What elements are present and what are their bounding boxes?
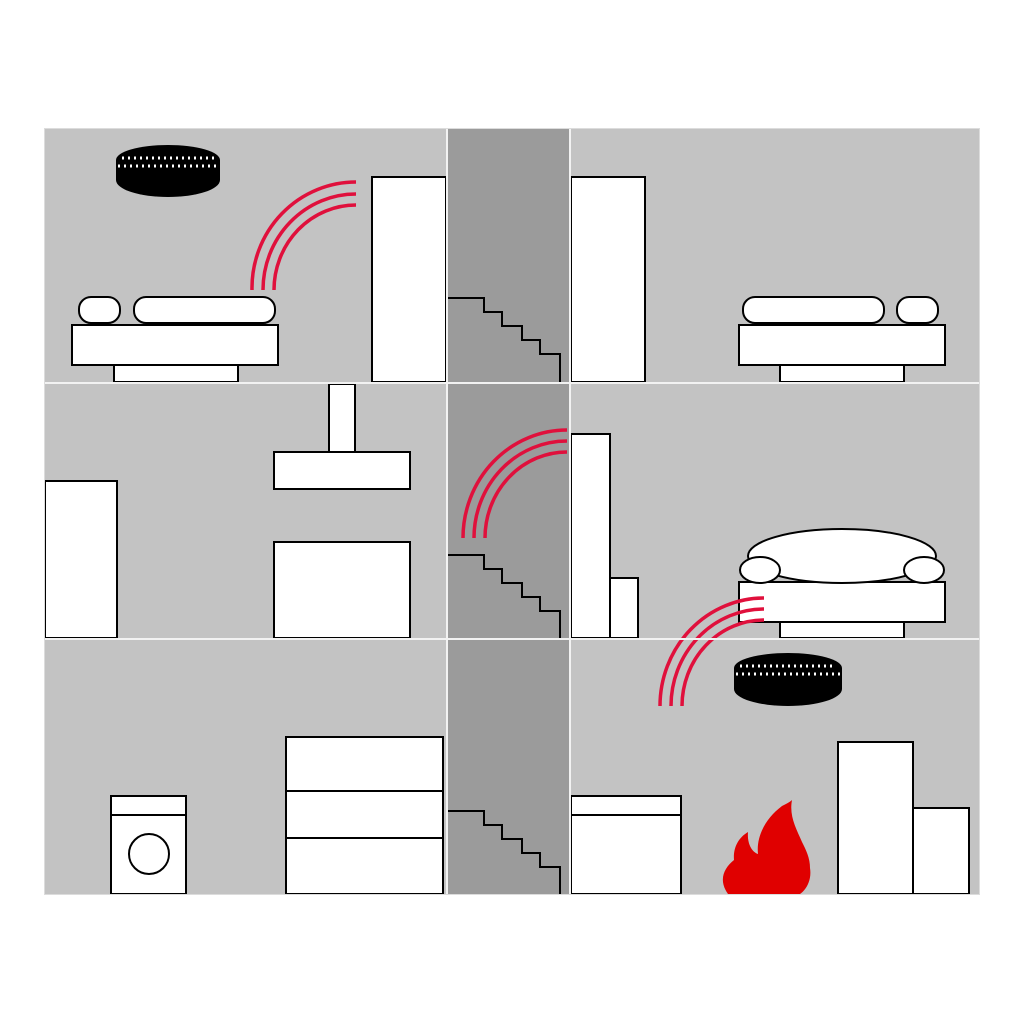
door-upper-left (372, 177, 446, 382)
stairwell-upper (448, 129, 569, 382)
door-middle-right (571, 434, 610, 638)
storage-cabinet (571, 796, 681, 894)
stairwell-ground (448, 640, 569, 894)
door-middle-left (45, 481, 117, 638)
side-cabinet (610, 578, 638, 638)
kitchen-cabinet (274, 542, 410, 638)
smoke-detector-icon (116, 145, 220, 197)
house-cross-section (45, 129, 980, 895)
door-upper-right (571, 177, 645, 382)
sofa (739, 529, 945, 638)
smoke-detector-icon (734, 653, 842, 706)
washing-machine (111, 796, 186, 894)
dresser (286, 737, 443, 894)
short-box (913, 808, 969, 894)
tall-box (838, 742, 913, 894)
